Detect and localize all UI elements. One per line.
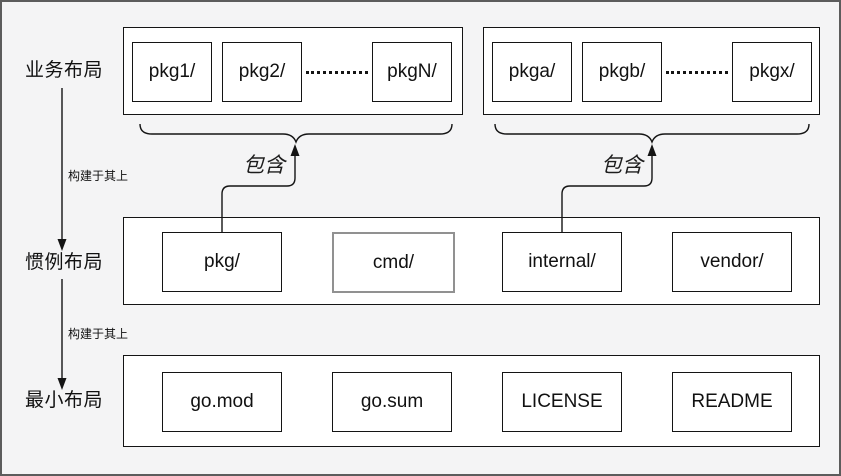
- contains-label-right: 包含: [601, 154, 643, 177]
- layer-label-business: 业务布局: [25, 60, 104, 81]
- contains-brace-left: [139, 123, 453, 144]
- box-pkgb: pkgb/: [582, 42, 662, 102]
- box-pkgN: pkgN/: [372, 42, 452, 102]
- box-pkg2: pkg2/: [222, 42, 302, 102]
- contains-brace-right: [494, 123, 810, 144]
- built-on-label-1: 构建于其上: [68, 169, 129, 183]
- built-on-label-2: 构建于其上: [68, 327, 129, 341]
- contains-label-left: 包含: [243, 154, 285, 177]
- layer-label-convention: 惯例布局: [25, 252, 104, 273]
- ellipsis-dots-left: [306, 71, 368, 74]
- box-license: LICENSE: [502, 372, 622, 432]
- box-pkg1: pkg1/: [132, 42, 212, 102]
- box-vendor: vendor/: [672, 232, 792, 292]
- box-readme: README: [672, 372, 792, 432]
- box-pkga: pkga/: [492, 42, 572, 102]
- arrowhead-up-right: [647, 144, 657, 156]
- ellipsis-dots-right: [666, 71, 728, 74]
- layer-label-minimal: 最小布局: [25, 390, 104, 411]
- box-gosum: go.sum: [332, 372, 452, 432]
- box-pkg: pkg/: [162, 232, 282, 292]
- box-pkgx: pkgx/: [732, 42, 812, 102]
- arrowhead-down-1: [57, 239, 67, 251]
- box-internal: internal/: [502, 232, 622, 292]
- box-gomod: go.mod: [162, 372, 282, 432]
- arrowhead-down-2: [57, 378, 67, 390]
- arrowhead-up-left: [290, 144, 300, 156]
- box-cmd: cmd/: [332, 232, 455, 293]
